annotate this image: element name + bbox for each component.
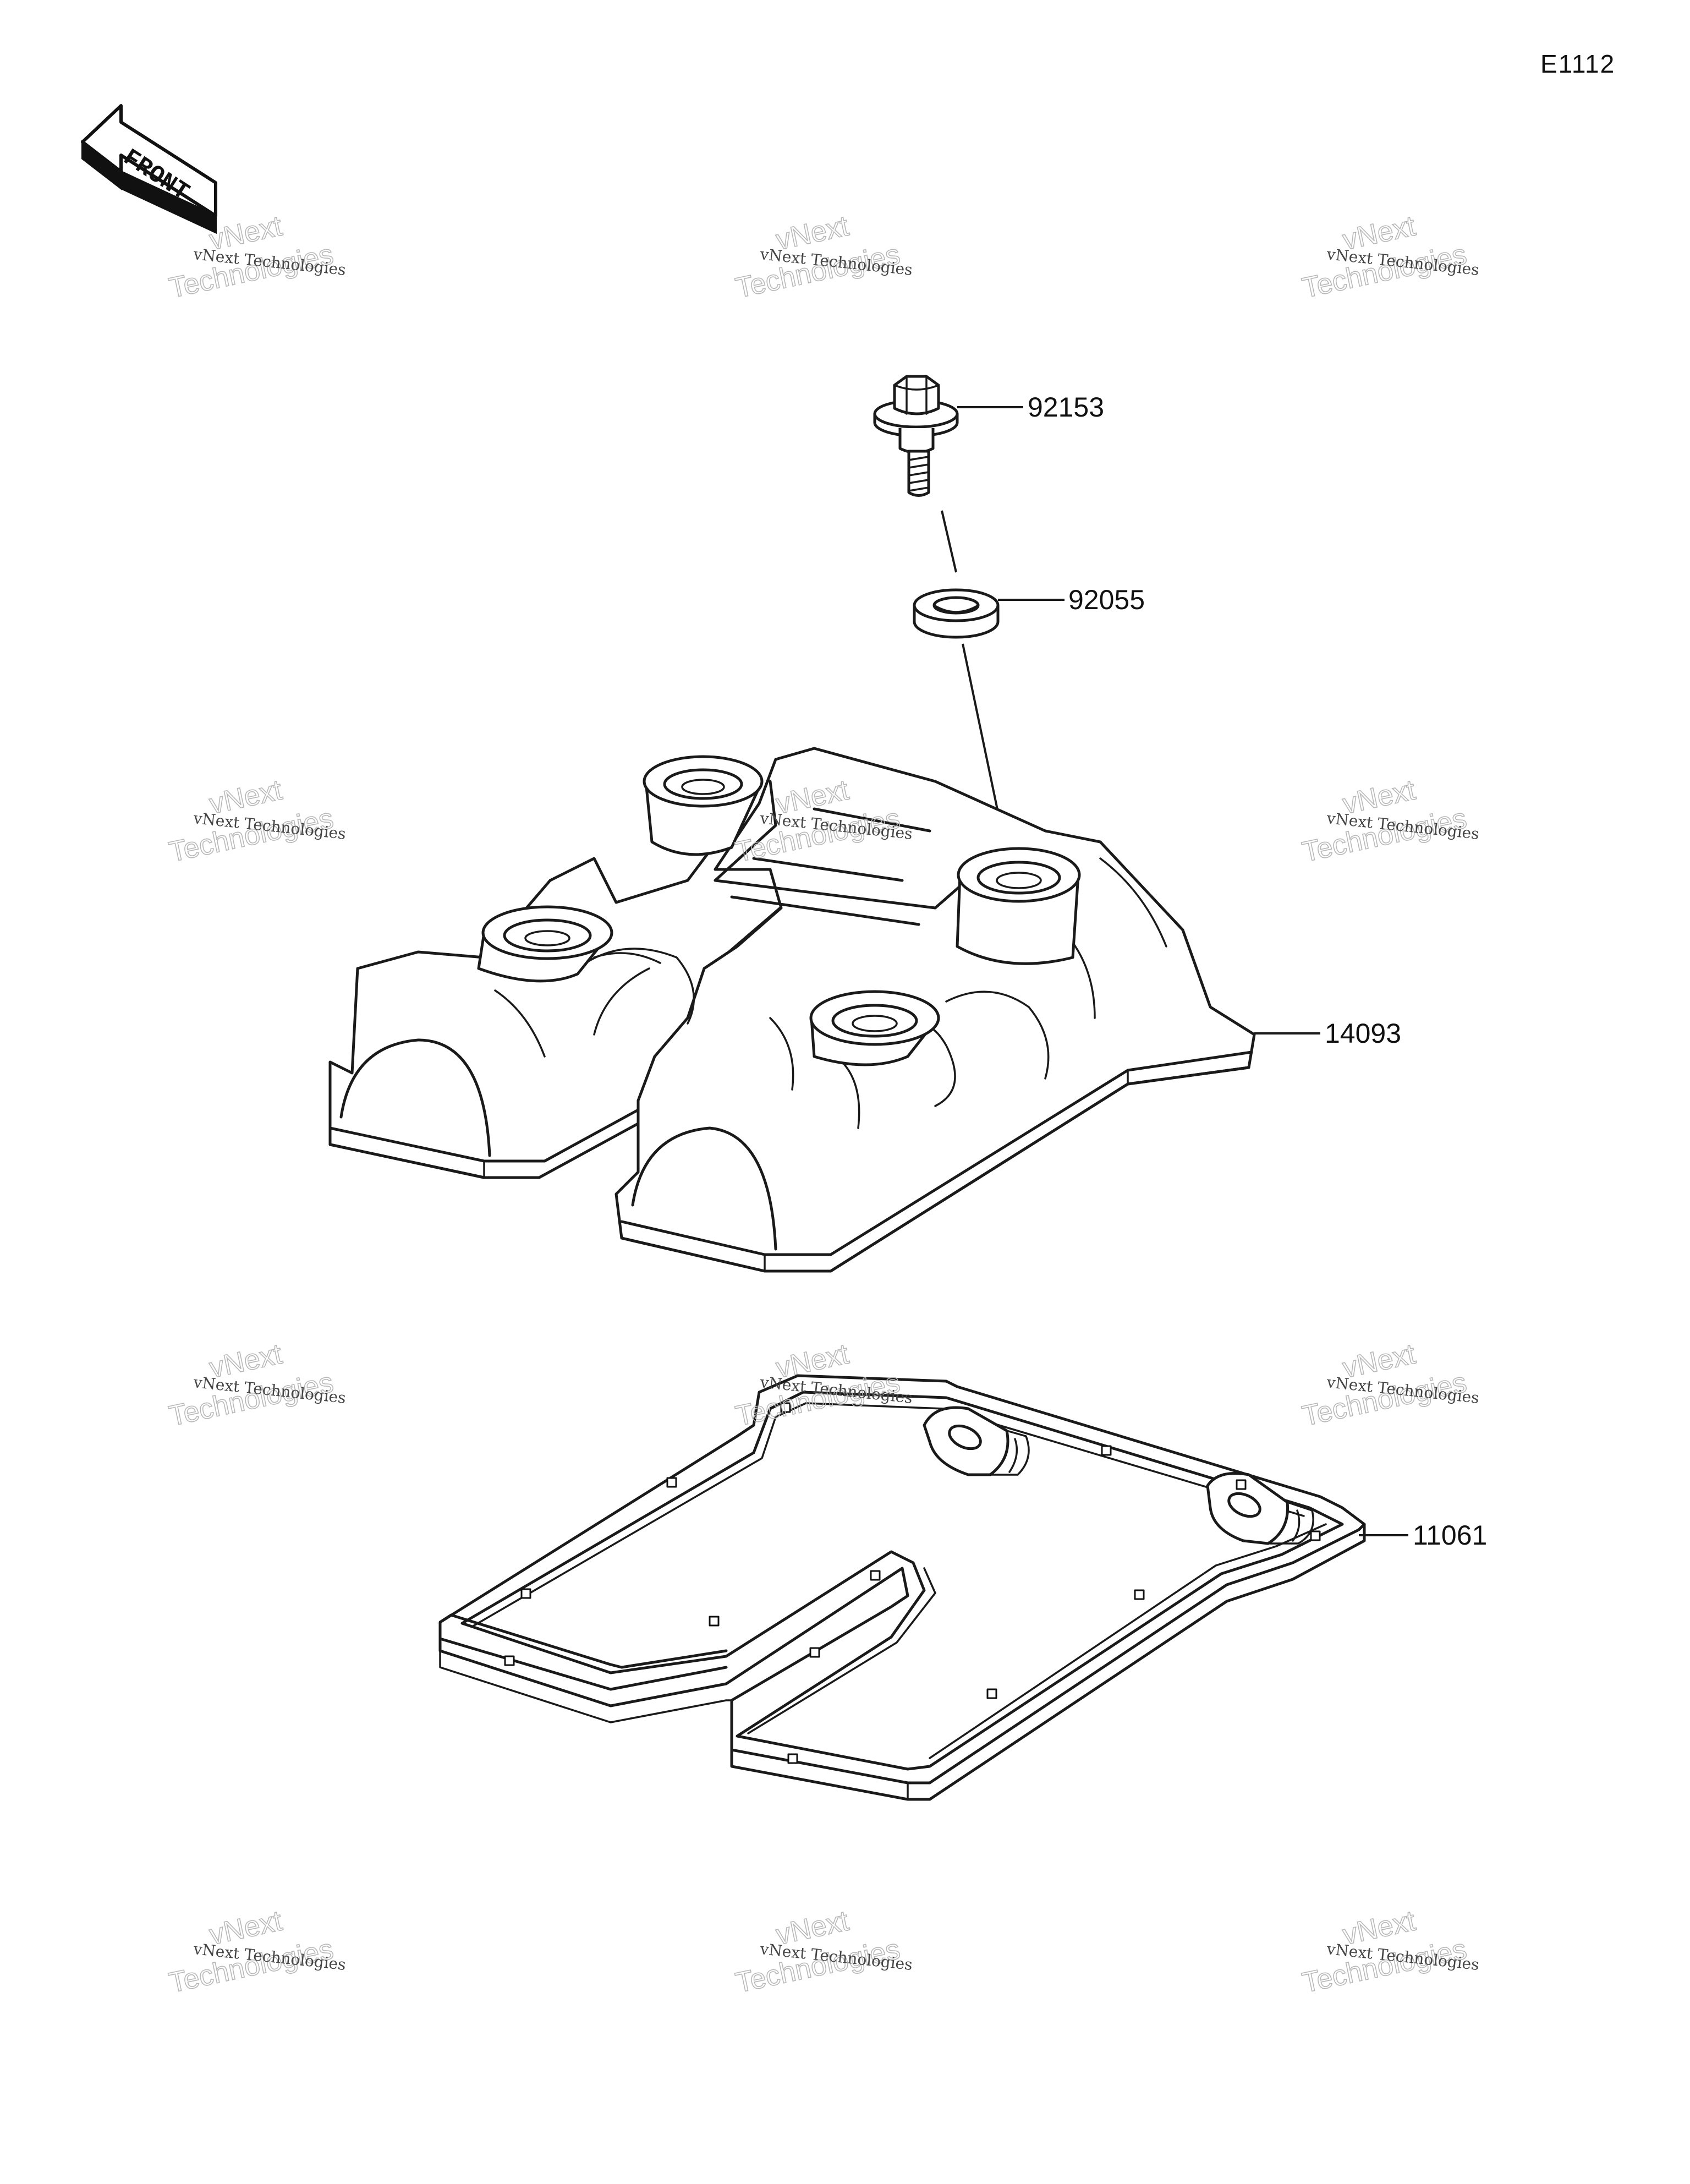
gasket-tab-left	[923, 1406, 1030, 1476]
cover-boss-rear-left	[643, 755, 764, 856]
callout-11061: 11061	[1413, 1520, 1487, 1551]
cover-boss-front-left	[477, 905, 613, 983]
cover-boss-rear-right	[956, 847, 1081, 965]
gasket-nubs	[504, 1402, 1321, 1764]
diagram-id: E1112	[1540, 50, 1615, 78]
callout-92055: 92055	[1068, 584, 1145, 615]
bolt-92153	[873, 375, 959, 497]
cylinder-head-cover-14093	[328, 747, 1256, 1273]
washer-92055	[913, 588, 1000, 639]
cover-boss-front-right	[809, 990, 940, 1066]
front-arrow-icon: FRONT	[81, 104, 217, 234]
gasket-tab-right	[1206, 1472, 1314, 1545]
gasket-11061	[438, 1374, 1366, 1801]
callout-92153: 92153	[1028, 392, 1104, 423]
callout-14093: 14093	[1325, 1018, 1401, 1049]
